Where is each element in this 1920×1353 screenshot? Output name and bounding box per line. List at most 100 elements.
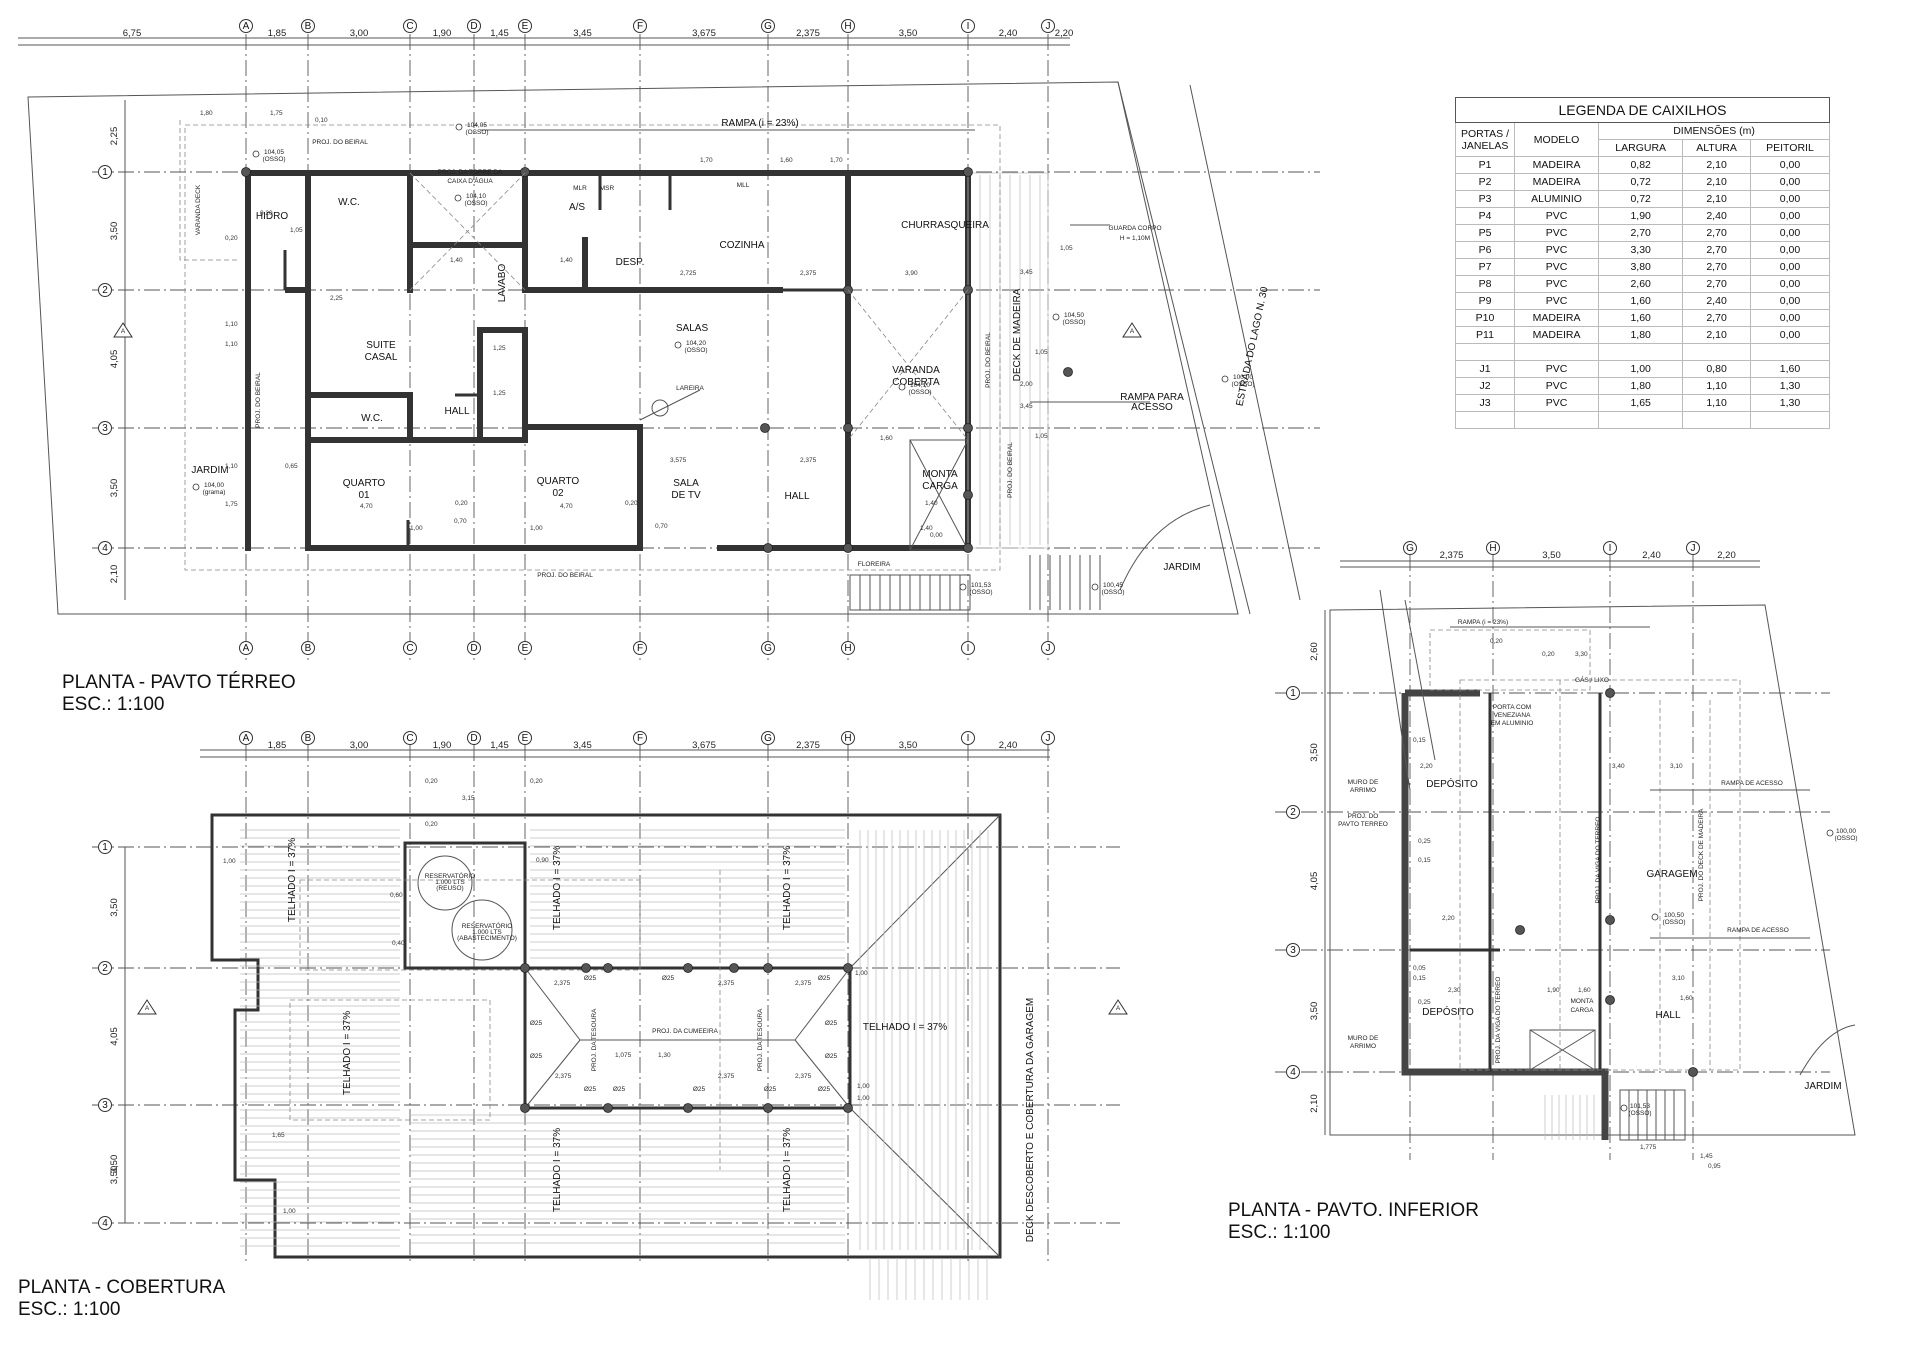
- svg-text:1,40: 1,40: [920, 525, 933, 532]
- grid-bubble-circle: [633, 19, 647, 33]
- grid-bubble-circle: [1041, 731, 1055, 745]
- level-finish: (OSSO): [465, 129, 488, 136]
- grid-bubble-circle: [98, 421, 112, 435]
- svg-text:0,40: 0,40: [392, 940, 405, 947]
- title-cobertura-text: PLANTA - COBERTURA: [18, 1277, 226, 1298]
- legend-cell: P2: [1455, 173, 1515, 191]
- legend-cell: [1455, 411, 1515, 429]
- legend-cell: 0,00: [1749, 207, 1831, 225]
- grid-col-A: A: [239, 19, 253, 33]
- grid-bubble-label: C: [406, 733, 413, 744]
- level-marker-icon: [1826, 829, 1834, 837]
- grid-bubble-label: H: [844, 733, 851, 744]
- pillar: [1605, 915, 1615, 925]
- pillar: [1515, 925, 1525, 935]
- legend-cell: J2: [1455, 377, 1515, 395]
- grid-bubble-circle: [1686, 541, 1700, 555]
- level-marker-icon: [1091, 583, 1099, 591]
- grid-bubble-circle: [633, 731, 647, 745]
- grid-bubble-label: H: [1489, 543, 1496, 554]
- grid-bubble-circle: [518, 731, 532, 745]
- svg-text:0,20: 0,20: [625, 500, 638, 507]
- pillar: [763, 543, 773, 553]
- legend-col-item: PORTAS / JANELAS: [1455, 122, 1515, 157]
- grid-bubble-label: F: [637, 733, 643, 744]
- legend-cell: [1749, 343, 1831, 361]
- pillar: [963, 423, 973, 433]
- svg-text:3,15: 3,15: [462, 795, 475, 802]
- legend-cell: 1,30: [1749, 377, 1831, 395]
- level-value: 104,05: [264, 149, 284, 156]
- grid-bubble-circle: [761, 19, 775, 33]
- room-label: HALL: [444, 406, 469, 417]
- room-level-finish: (OSSO): [908, 389, 931, 396]
- svg-text:3,40: 3,40: [1612, 763, 1625, 770]
- svg-text:1,25: 1,25: [493, 390, 506, 397]
- legend-cell: MADEIRA: [1513, 326, 1600, 344]
- pillar: [683, 963, 693, 973]
- legend-cell: 0,72: [1598, 173, 1684, 191]
- legend-title: LEGENDA DE CAIXILHOS: [1455, 97, 1830, 123]
- note: PROJ. DO BEIRAL: [255, 372, 262, 428]
- window-legend-table: LEGENDA DE CAIXILHOS PORTAS / JANELAS MO…: [1455, 97, 1831, 429]
- level-finish: (OSSO): [262, 156, 285, 163]
- pillar-label: Ø25: [764, 1086, 777, 1093]
- pillar: [843, 543, 853, 553]
- dim-side-inf: 3,50: [1309, 1002, 1320, 1021]
- legend-cell: 0,00: [1749, 190, 1831, 208]
- title-cobertura: PLANTA - COBERTURA ESC.: 1:100: [18, 1277, 225, 1321]
- legend-cell: 1,65: [1598, 394, 1684, 412]
- grid-bubble-circle: [98, 961, 112, 975]
- grid-row-3: 3: [98, 421, 112, 435]
- dim-top-cob: 1,90: [433, 740, 452, 751]
- legend-cell: PVC: [1513, 360, 1600, 378]
- level-finish: (OSSO): [464, 200, 487, 207]
- level-marker-icon: [1620, 1104, 1628, 1112]
- legend-cell: 2,10: [1682, 190, 1751, 208]
- section-mark-left: A: [113, 322, 133, 338]
- dim-top-inf: 2,375: [1440, 550, 1464, 561]
- note: MLR: [573, 185, 587, 192]
- grid-row-inf-1: 1: [1286, 686, 1300, 700]
- level-marker-icon: [898, 383, 906, 391]
- pillar-label: Ø25: [818, 1086, 831, 1093]
- legend-cell: P6: [1455, 241, 1515, 259]
- grid-bubble-label: J: [1046, 21, 1051, 32]
- room-level: 104,10: [910, 382, 930, 389]
- level-marker-icon: [1221, 375, 1229, 383]
- pillar: [843, 1103, 853, 1113]
- legend-cell: PVC: [1513, 394, 1600, 412]
- road-edge: [1117, 81, 1251, 615]
- grid-col-cob-A: A: [239, 731, 253, 745]
- title-terreo-text: PLANTA - PAVTO TÉRREO: [62, 672, 296, 693]
- room-label: A/S: [569, 202, 585, 213]
- legend-cell: 2,70: [1682, 275, 1751, 293]
- pillar-label: Ø25: [613, 1086, 626, 1093]
- legend-cell: 1,60: [1749, 360, 1831, 378]
- grid-bubble-circle: [98, 283, 112, 297]
- note: FLOREIRA: [858, 561, 891, 568]
- grid-bubble-circle: [301, 731, 315, 745]
- level-marker-icon: [1052, 313, 1060, 321]
- dim-top-terreo: 3,45: [573, 28, 592, 39]
- grid-bubble-label: D: [470, 643, 477, 654]
- legend-cell: P10: [1455, 309, 1515, 327]
- section-letter: A: [145, 1005, 150, 1012]
- grid-bubble-label: A: [243, 733, 250, 744]
- legend-cell: J1: [1455, 360, 1515, 378]
- legend-cell: [1513, 343, 1600, 361]
- pillar: [963, 490, 973, 500]
- svg-text:2,375: 2,375: [800, 270, 817, 277]
- svg-text:3,10: 3,10: [1670, 763, 1683, 770]
- eave-projection: [184, 124, 1001, 571]
- room-level: 104,00: [204, 482, 224, 489]
- grid-col-H: H: [841, 19, 855, 33]
- legend-cell: PVC: [1513, 224, 1600, 242]
- grid-bubble-label: B: [305, 733, 312, 744]
